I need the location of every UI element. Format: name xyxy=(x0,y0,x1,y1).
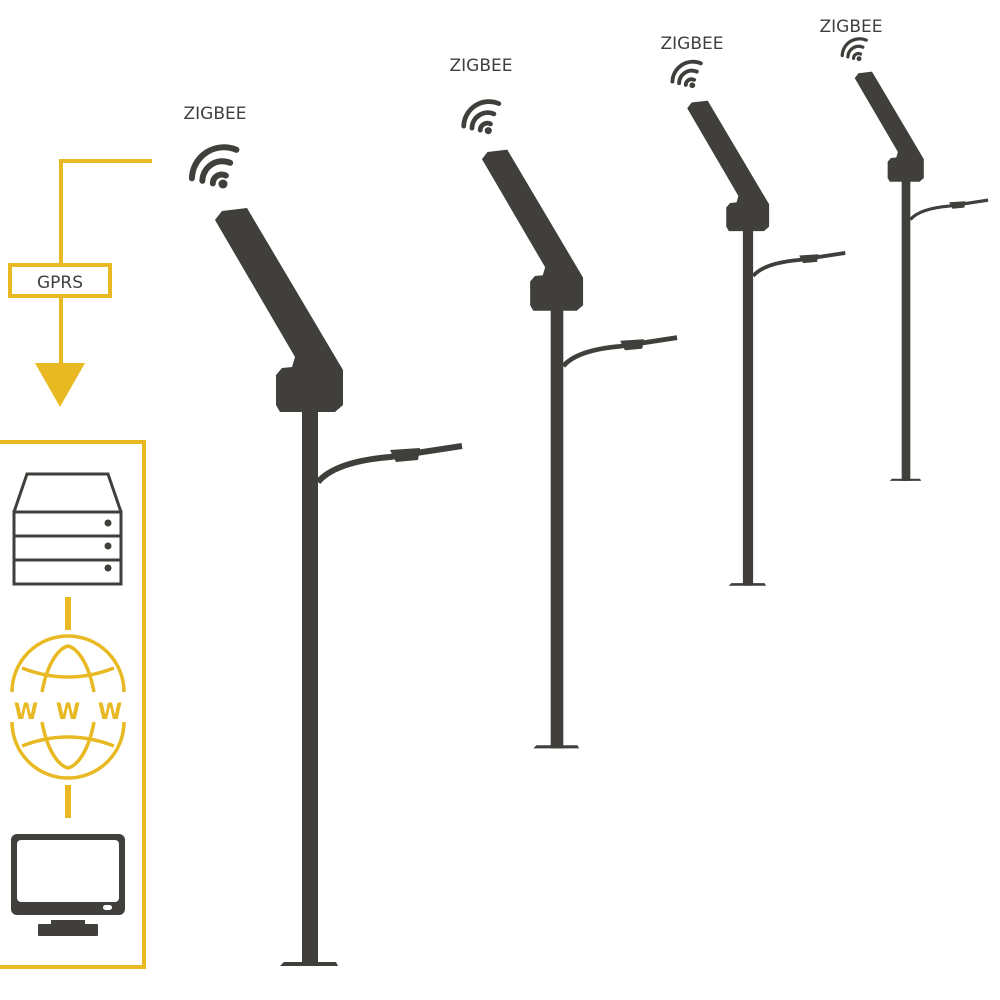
street-light-pole-4 xyxy=(838,36,990,483)
street-light-pole-3 xyxy=(668,58,848,588)
globe-letter-3: W xyxy=(98,700,122,725)
globe-letter-1: W xyxy=(14,700,38,725)
arrow-down-icon xyxy=(35,363,85,407)
www-globe-icon xyxy=(10,634,126,780)
control-center-box xyxy=(0,440,146,969)
protocol-label-4: ZIGBEE xyxy=(820,17,883,37)
globe-letter-2: W xyxy=(56,700,80,725)
protocol-label-2: ZIGBEE xyxy=(450,56,513,76)
gprs-label: GPRS xyxy=(37,273,83,293)
gprs-box xyxy=(8,263,112,298)
street-light-pole-2 xyxy=(461,100,677,748)
street-light-pole-1 xyxy=(188,145,462,966)
monitor-icon xyxy=(11,834,125,936)
protocol-label-1: ZIGBEE xyxy=(184,104,247,124)
server-icon xyxy=(12,472,123,586)
gprs-connector-line xyxy=(59,159,152,368)
protocol-label-3: ZIGBEE xyxy=(661,34,724,54)
